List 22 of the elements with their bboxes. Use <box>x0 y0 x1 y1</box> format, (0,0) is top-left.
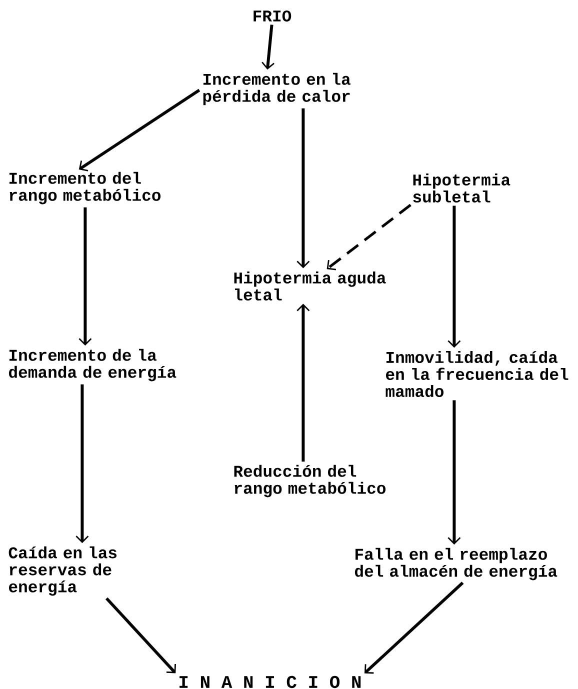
text-label: Incremento de la demanda de energía <box>8 348 176 382</box>
arrow <box>296 108 310 268</box>
text-label: Falla en el reemplazo del almacén de energía <box>354 548 558 580</box>
arrow <box>448 400 461 545</box>
arrow <box>78 207 92 346</box>
text-label: I N A N I C I O N <box>180 676 361 688</box>
text-label: FRIO <box>254 10 292 22</box>
text-label: Reducción del rango metabólico <box>234 464 386 498</box>
arrow <box>364 582 464 674</box>
text-label: Hipotermia subletal <box>413 173 510 203</box>
arrow <box>105 597 176 674</box>
arrow <box>448 206 461 348</box>
arrow <box>296 304 310 462</box>
text-label: Caída en las reservas de energía <box>8 546 117 596</box>
text-label: Inmovilidad, caída en la frecuencia del mamado <box>386 350 568 398</box>
text-label: Incremento en la pérdida de calor <box>203 72 350 106</box>
arrow <box>262 24 274 70</box>
arrow <box>78 88 200 172</box>
arrow <box>76 384 89 544</box>
text-label: Hipotermia aguda letal <box>234 271 386 301</box>
arrow <box>326 204 412 270</box>
text-label: Incremento del rango metabólico <box>9 172 161 204</box>
